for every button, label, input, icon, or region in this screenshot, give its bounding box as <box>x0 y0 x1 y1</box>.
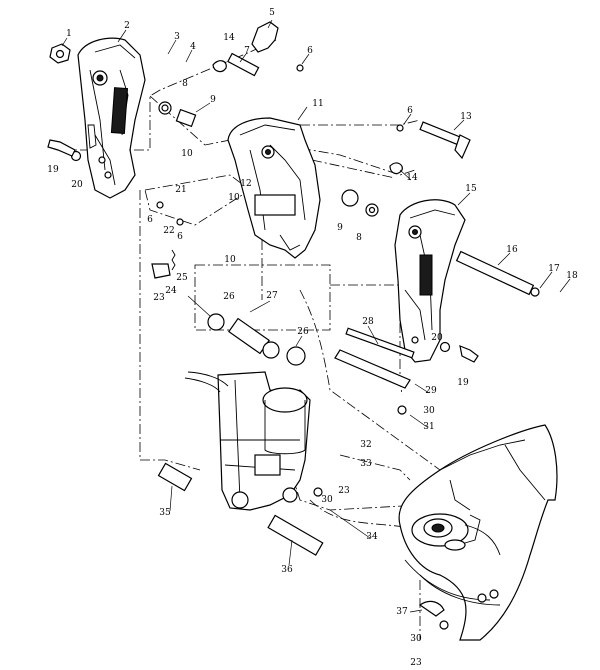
callout-20: 20 <box>71 180 83 190</box>
callout-11: 11 <box>312 99 323 109</box>
part-5 <box>251 21 279 53</box>
callout-10b: 10 <box>228 193 240 203</box>
callout-24: 24 <box>165 286 177 296</box>
callout-14b: 14 <box>406 173 418 183</box>
callout-25: 25 <box>176 273 188 283</box>
callout-3: 3 <box>174 32 180 42</box>
left-stern-bracket <box>77 37 146 199</box>
part-35 <box>157 462 193 492</box>
callout-23b: 23 <box>338 486 350 496</box>
callout-26b: 26 <box>297 327 309 337</box>
part-36 <box>267 514 324 556</box>
callout-6d: 6 <box>177 232 183 242</box>
callout-6c: 6 <box>147 215 153 225</box>
callout-8: 8 <box>182 79 188 89</box>
callout-16: 16 <box>506 245 518 255</box>
callout-8b: 8 <box>356 233 362 243</box>
part-13-hook <box>454 134 471 160</box>
callout-6b: 6 <box>407 106 413 116</box>
part-14 <box>212 60 227 73</box>
small-parts <box>47 21 540 630</box>
callout-30: 30 <box>423 406 435 416</box>
callout-19: 19 <box>47 165 59 175</box>
callout-37: 37 <box>396 607 408 617</box>
part-14b <box>389 162 403 175</box>
callout-27: 27 <box>266 291 278 301</box>
callout-15: 15 <box>465 184 477 194</box>
callout-29: 29 <box>425 386 437 396</box>
callout-30c: 30 <box>410 634 422 644</box>
callout-9b: 9 <box>337 223 343 233</box>
callout-35: 35 <box>159 508 171 518</box>
leader-lines <box>61 19 571 613</box>
part-30 <box>397 405 407 415</box>
part-9 <box>175 108 197 128</box>
part-28 <box>345 327 415 359</box>
callout-10: 10 <box>181 149 193 159</box>
part-29 <box>334 349 411 389</box>
part-19 <box>47 139 76 157</box>
part-7 <box>227 52 260 77</box>
callout-30b: 30 <box>321 495 333 505</box>
callout-22: 22 <box>163 226 174 236</box>
callout-28: 28 <box>362 317 374 327</box>
part-25 <box>171 249 176 271</box>
callout-12: 12 <box>240 179 251 189</box>
callout-9: 9 <box>210 95 216 105</box>
part-6 <box>296 64 304 72</box>
callout-17: 17 <box>548 264 560 274</box>
swivel-bracket <box>227 117 321 259</box>
callout-21: 21 <box>175 185 186 195</box>
part-37 <box>418 600 445 617</box>
callout-31: 31 <box>423 422 434 432</box>
callout-2: 2 <box>124 21 130 31</box>
callout-4: 4 <box>190 42 196 52</box>
callout-10c: 10 <box>224 255 236 265</box>
callout-33: 33 <box>360 459 372 469</box>
callout-20b: 20 <box>431 333 443 343</box>
callout-32: 32 <box>360 440 371 450</box>
callout-labels: 1 2 3 4 5 6 14 7 8 9 11 6 13 10 12 10 14… <box>47 8 578 668</box>
callout-14: 14 <box>223 33 235 43</box>
callout-19b: 19 <box>457 378 469 388</box>
part-19b <box>459 345 479 363</box>
callout-1: 1 <box>66 29 72 39</box>
callout-34: 34 <box>366 532 378 542</box>
callout-36: 36 <box>281 565 293 575</box>
callout-23c: 23 <box>410 658 422 668</box>
callout-26: 26 <box>223 292 235 302</box>
callout-7: 7 <box>244 46 250 56</box>
callout-23: 23 <box>153 293 165 303</box>
right-stern-bracket <box>394 199 466 363</box>
part-24 <box>151 263 171 279</box>
power-tilt-unit <box>184 371 311 511</box>
motor-mount-housing <box>398 424 558 641</box>
callout-6: 6 <box>307 46 313 56</box>
callout-5: 5 <box>269 8 275 18</box>
callout-13: 13 <box>460 112 472 122</box>
callout-18: 18 <box>566 271 578 281</box>
part-16 <box>455 250 535 296</box>
